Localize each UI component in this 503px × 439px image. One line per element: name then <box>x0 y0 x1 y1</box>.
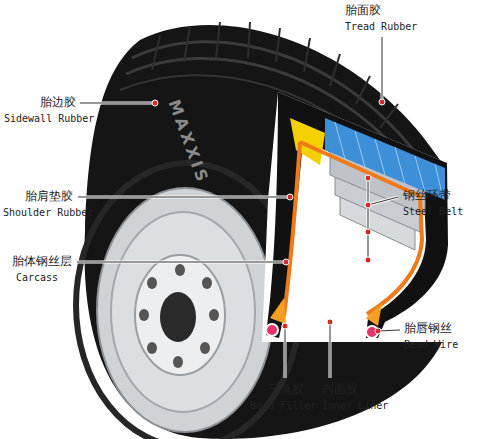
part-label: 胎边胶 <box>40 96 76 110</box>
part-label: 内面胶 <box>322 383 358 397</box>
part-label: 胎唇钢丝 <box>404 322 452 336</box>
brand-text: MAXXIS <box>164 97 212 186</box>
part-label: 三角胶 <box>268 383 304 397</box>
part-label: Inner Liner <box>322 400 388 412</box>
part-label: Sidewall Rubber <box>4 113 94 125</box>
part-label: 胎面胶 <box>345 4 381 18</box>
part-label: Bead Filler <box>250 400 316 412</box>
part-label: Tread Rubber <box>345 21 417 33</box>
part-label: 胎肩垫胶 <box>25 190 73 204</box>
part-label: Steel Belt <box>403 206 463 218</box>
part-label: Carcass <box>16 272 58 284</box>
part-label: 钢丝环带 <box>403 189 451 203</box>
part-label: Bead Wire <box>404 339 458 351</box>
part-label: Shoulder Rubber <box>3 207 93 219</box>
part-label: 胎体钢丝层 <box>12 255 72 269</box>
